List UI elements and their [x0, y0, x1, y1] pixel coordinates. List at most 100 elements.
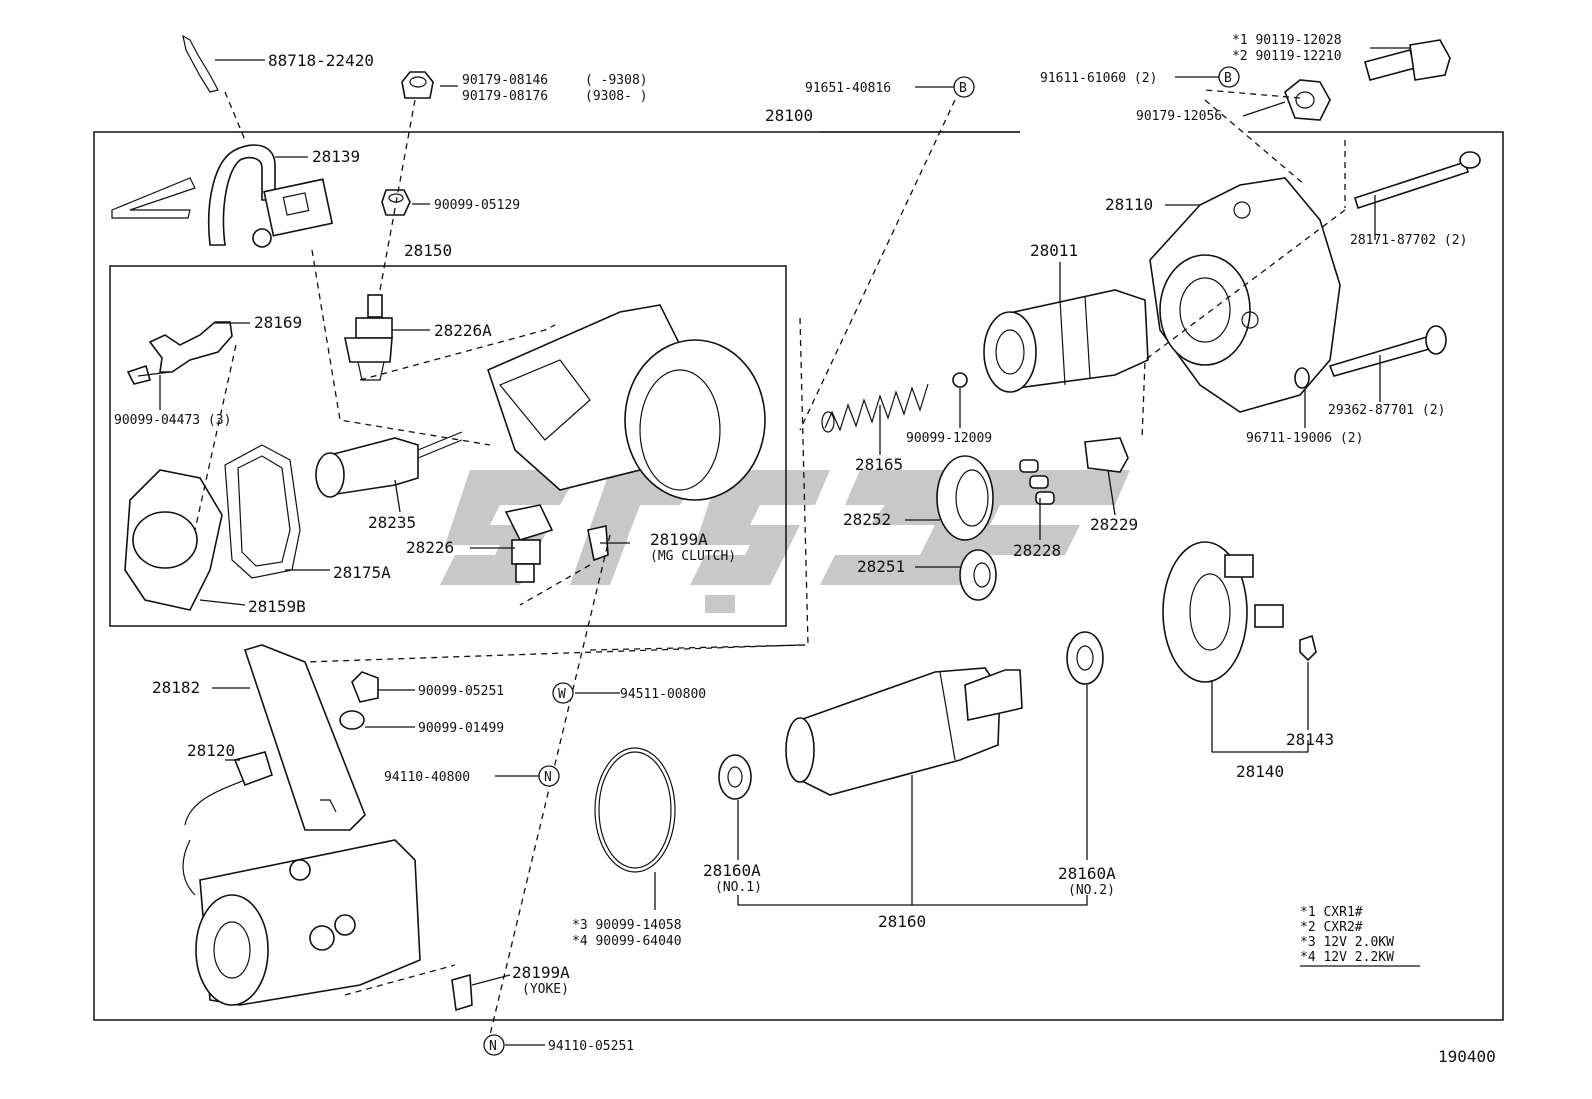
- callout-90179-08146-range: ( -9308): [585, 73, 648, 88]
- diagram-code: 190400: [1438, 1047, 1496, 1066]
- armature-28160: [785, 667, 1023, 796]
- lever-28169: [126, 321, 233, 385]
- legend: *1 CXR1# *2 CXR2# *3 12V 2.0KW *4 12V 2.…: [1300, 905, 1420, 967]
- through-bolt-28171: [1354, 151, 1481, 210]
- marker-b-1: B: [953, 76, 975, 98]
- callout-28160A-no1-note: (NO.1): [715, 880, 762, 895]
- callout-90179-08176-range: (9308- ): [585, 89, 648, 104]
- cover-28159B: [124, 469, 223, 611]
- callout-94110-05251: 94110-05251: [548, 1039, 634, 1054]
- callout-90099-04473: 90099-04473 (3): [114, 413, 231, 428]
- callout-90099-14058: *3 90099-14058: [572, 918, 682, 933]
- assembly-frame-28100: [93, 131, 1504, 1021]
- callout-28139: 28139: [312, 147, 360, 166]
- marker-w: W: [552, 682, 574, 704]
- callout-28199A-yoke: 28199A: [512, 963, 570, 982]
- plunger-28235: [315, 431, 463, 498]
- nut-90179-08146: [401, 71, 434, 99]
- nut-90179-12056: [1284, 79, 1331, 121]
- callout-28160: 28160: [878, 912, 926, 931]
- svg-text:B: B: [1224, 71, 1232, 86]
- callout-28199A-yoke-note: (YOKE): [522, 982, 569, 997]
- callout-90099-64040: *4 90099-64040: [572, 934, 682, 949]
- callout-91651: 91651-40816: [805, 81, 891, 96]
- housing-28150: [487, 304, 766, 501]
- clutch-28011: [983, 289, 1149, 393]
- callout-28140: 28140: [1236, 762, 1284, 781]
- callout-90179-12056: 90179-12056: [1136, 109, 1222, 124]
- callout-28169: 28169: [254, 313, 302, 332]
- callout-28120: 28120: [187, 741, 235, 760]
- retainer-28229: [1084, 437, 1129, 473]
- contact-28199A-mg: [587, 525, 609, 562]
- callout-90099-12009: 90099-12009: [906, 431, 992, 446]
- callout-28159B: 28159B: [248, 597, 306, 616]
- callout-90179-08176: 90179-08176: [462, 89, 548, 104]
- marker-n-2: N: [483, 1034, 505, 1056]
- washer-96711: [1294, 367, 1310, 389]
- legend-item-2: *2 CXR2#: [1300, 920, 1363, 935]
- assembly-frame-28150: [109, 265, 787, 627]
- bracket-28182: [243, 644, 366, 831]
- through-bolt-29362: [1328, 325, 1447, 377]
- gear-28252: [936, 455, 994, 541]
- callout-90099-01499: 90099-01499: [418, 721, 504, 736]
- gear-28251: [959, 549, 997, 601]
- legend-item-3: *3 12V 2.0KW: [1300, 935, 1394, 950]
- bolt-90119: [1364, 39, 1451, 81]
- bearing-28160A-no2: [1066, 631, 1104, 685]
- assembly-label-28100: 28100: [765, 106, 813, 125]
- washer-90099-01499: [339, 710, 365, 730]
- callout-28143: 28143: [1286, 730, 1334, 749]
- callout-90099-05129: 90099-05129: [434, 198, 520, 213]
- callout-28235: 28235: [368, 513, 416, 532]
- spring-28143: [1299, 634, 1317, 662]
- yoke-28120: [182, 751, 421, 1006]
- assembly-label-28150: 28150: [404, 241, 452, 260]
- callout-28171: 28171-87702 (2): [1350, 233, 1467, 248]
- callout-90119-2: *2 90119-12210: [1232, 49, 1342, 64]
- o-ring-90099-14058: [594, 747, 676, 873]
- terminal-28226A: [344, 294, 393, 381]
- callout-28226: 28226: [406, 538, 454, 557]
- marker-n-1: N: [538, 765, 560, 787]
- callout-28226A: 28226A: [434, 321, 492, 340]
- terminal-28226: [504, 504, 554, 583]
- svg-text:N: N: [489, 1039, 497, 1054]
- callout-90179-08146: 90179-08146: [462, 73, 548, 88]
- callout-28252: 28252: [843, 510, 891, 529]
- housing-28110: [1149, 177, 1341, 413]
- callout-94511: 94511-00800: [620, 687, 706, 702]
- callout-28165: 28165: [855, 455, 903, 474]
- bearing-28160A-no1: [718, 754, 752, 800]
- contact-28199A-yoke: [451, 973, 473, 1012]
- callout-28160A-no2-note: (NO.2): [1068, 883, 1115, 898]
- svg-text:B: B: [959, 81, 967, 96]
- callout-88718: 88718-22420: [268, 51, 374, 70]
- callout-28251: 28251: [857, 557, 905, 576]
- cap-90099-05251: [351, 671, 379, 703]
- callout-28011: 28011: [1030, 241, 1078, 260]
- callout-28182: 28182: [152, 678, 200, 697]
- callout-28199A-mg: 28199A: [650, 530, 708, 549]
- leader-lines: [159, 47, 1410, 1046]
- callout-28199A-mg-note: (MG CLUTCH): [650, 549, 736, 564]
- callout-28160A-no1: 28160A: [703, 861, 761, 880]
- legend-item-1: *1 CXR1#: [1300, 905, 1363, 920]
- callout-90119-1: *1 90119-12028: [1232, 33, 1342, 48]
- callout-28175A: 28175A: [333, 563, 391, 582]
- callout-96711: 96711-19006 (2): [1246, 431, 1363, 446]
- svg-text:W: W: [558, 687, 566, 702]
- legend-item-4: *4 12V 2.2KW: [1300, 950, 1394, 965]
- callout-90099-05251: 90099-05251: [418, 684, 504, 699]
- clamp-88718: [182, 34, 265, 93]
- callout-91611: 91611-61060 (2): [1040, 71, 1157, 86]
- lead-wire-28139: [111, 144, 334, 248]
- svg-text:N: N: [544, 770, 552, 785]
- callout-28229: 28229: [1090, 515, 1138, 534]
- callout-28228: 28228: [1013, 541, 1061, 560]
- brush-holder-28140: [1162, 541, 1284, 683]
- spring-28165: [821, 383, 929, 433]
